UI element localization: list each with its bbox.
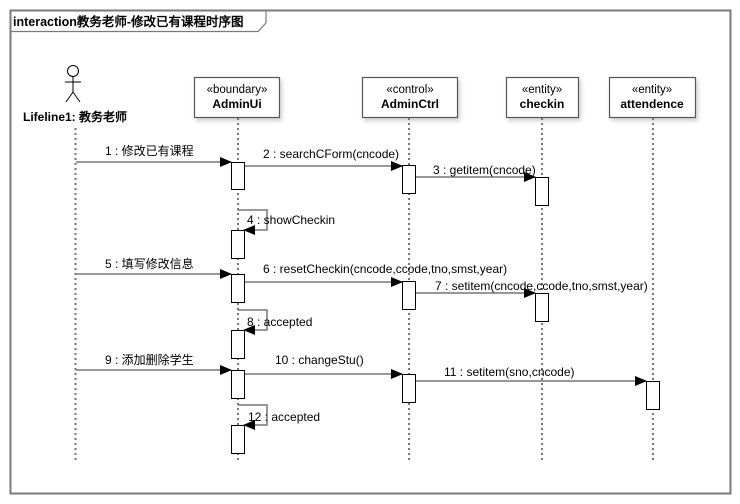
activation-adminui-1: [231, 162, 245, 190]
lifeline-name: AdminCtrl: [381, 97, 439, 111]
message-10-label: 10 : changeStu(): [275, 353, 364, 367]
activation-adminui-3: [231, 274, 245, 303]
lifeline-head-box: [361, 76, 459, 119]
activation-adminui-6: [231, 425, 245, 454]
message-5-label: 5 : 填写修改信息: [105, 256, 194, 271]
stereotype-label: «entity»: [632, 84, 672, 96]
lifeline-name: AdminUi: [212, 97, 261, 111]
lifeline-adminui[interactable]: «boundary» AdminUi: [193, 76, 281, 119]
activation-adminui-5: [231, 370, 245, 399]
message-4-label: 4 : showCheckin: [247, 213, 335, 227]
activation-adminctrl-1: [402, 165, 416, 194]
lifeline-head-box: [505, 76, 580, 119]
lifeline-checkin[interactable]: «entity» checkin: [505, 76, 580, 119]
message-9-label: 9 : 添加删除学生: [105, 352, 194, 367]
activation-adminui-2: [231, 230, 245, 259]
stereotype-label: «entity»: [522, 84, 562, 96]
lifeline-attendence[interactable]: «entity» attendence: [608, 76, 697, 119]
message-1-label: 1 : 修改已有课程: [105, 143, 194, 158]
stereotype-label: «control»: [386, 84, 433, 96]
frame-title: interaction教务老师-修改已有课程时序图: [13, 14, 244, 29]
lifeline-adminctrl[interactable]: «control» AdminCtrl: [361, 76, 459, 119]
actor-label: Lifeline1: 教务老师: [23, 109, 127, 124]
actor-lifeline1[interactable]: Lifeline1: 教务老师: [23, 65, 127, 125]
interaction-frame: [9, 9, 732, 495]
message-12-arrow[interactable]: [238, 404, 268, 430]
activation-attendence-1: [646, 381, 660, 410]
message-8-arrow[interactable]: [238, 309, 268, 335]
lifeline-head-box: [193, 76, 281, 119]
activation-checkin-2: [535, 293, 549, 322]
activation-checkin-1: [535, 177, 549, 206]
lifeline-name: checkin: [520, 97, 565, 111]
lifeline-name: attendence: [620, 97, 684, 111]
message-12-label: 12 : accepted: [248, 410, 320, 424]
message-3-label: 3 : getitem(cncode): [433, 163, 536, 177]
message-8-label: 8 : accepted: [247, 315, 312, 329]
message-2-label: 2 : searchCForm(cncode): [263, 147, 399, 161]
activation-adminui-4: [231, 330, 245, 359]
frame-title-tab: [10, 10, 267, 33]
lifeline-head-box: [608, 76, 697, 119]
activation-adminctrl-2: [402, 281, 416, 310]
message-4-arrow[interactable]: [238, 209, 268, 235]
message-6-label: 6 : resetCheckin(cncode,ccode,tno,smst,y…: [263, 262, 507, 276]
stereotype-label: «boundary»: [207, 84, 268, 96]
stick-figure-icon: [65, 65, 81, 103]
message-7-label: 7 : setitem(cncode,ccode,tno,smst,year): [435, 279, 648, 293]
activation-adminctrl-3: [402, 374, 416, 403]
message-11-label: 11 : setitem(sno,cncode): [444, 365, 575, 379]
